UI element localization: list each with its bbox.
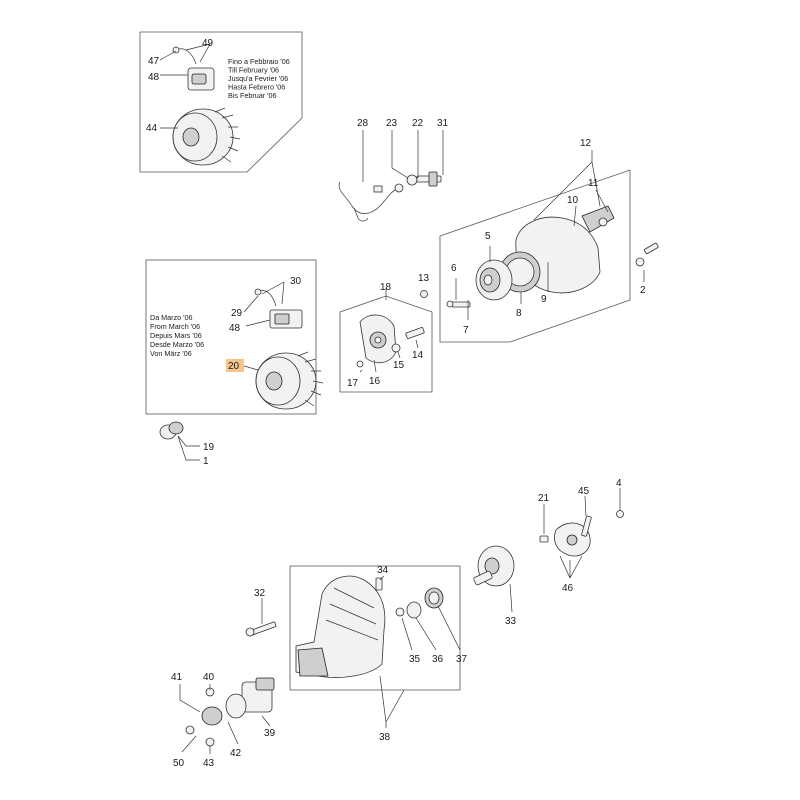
note-line: Till February '06 (228, 66, 279, 75)
flywheel-new (255, 351, 324, 410)
label-part-44: 44 (146, 123, 158, 134)
flywheel-old (172, 107, 241, 166)
label-part-13: 13 (418, 273, 430, 284)
note-line: Bis Februar '06 (228, 91, 277, 100)
label-part-39: 39 (264, 728, 276, 739)
note-line: Fino a Febbraio '06 (228, 57, 290, 66)
label-part-29: 29 (231, 308, 243, 319)
label-part-9: 9 (541, 294, 547, 305)
highlight-part-20 (226, 359, 244, 372)
label-part-40: 40 (203, 672, 215, 683)
note-line: Desde Marzo '06 (150, 340, 204, 349)
label-part-36: 36 (432, 654, 444, 665)
label-part-15: 15 (393, 360, 405, 371)
label-part-34: 34 (377, 565, 389, 576)
label-part-8: 8 (516, 308, 522, 319)
label-part-18: 18 (380, 282, 392, 293)
label-part-23: 23 (386, 118, 398, 129)
label-part-45: 45 (578, 486, 590, 497)
label-part-35: 35 (409, 654, 421, 665)
label-part-5: 5 (485, 231, 491, 242)
label-part-1: 1 (203, 456, 209, 467)
date-note-till-feb-06: Fino a Febbraio '06 Till February '06 Ju… (228, 57, 290, 100)
label-part-14: 14 (412, 350, 424, 361)
label-part-43: 43 (203, 758, 215, 769)
spacer-part (359, 314, 397, 364)
label-part-42: 42 (230, 748, 242, 759)
note-line: Jusqu'a Fevrier '06 (228, 74, 288, 83)
group-nut-13: 13 (418, 273, 430, 298)
label-part-48: 48 (148, 72, 160, 83)
group-bolt-32: 32 (245, 588, 277, 637)
label-part-17: 17 (347, 378, 359, 389)
label-part-37: 37 (456, 654, 468, 665)
label-part-22: 22 (412, 118, 424, 129)
label-part-30: 30 (290, 276, 302, 287)
ignition-coil-old (172, 46, 215, 91)
label-part-11: 11 (588, 178, 599, 189)
starter-screw (451, 301, 471, 308)
note-line: From March '06 (150, 322, 200, 331)
group-throttle: 41 40 39 42 50 43 (171, 672, 276, 769)
note-line: Hasta Febrero '06 (228, 83, 285, 92)
label-part-32: 32 (254, 588, 266, 599)
label-part-50: 50 (173, 758, 185, 769)
note-line: Von März '06 (150, 349, 192, 358)
label-part-6: 6 (451, 263, 457, 274)
label-part-49: 49 (202, 38, 214, 49)
label-part-7: 7 (463, 325, 469, 336)
group-clutch-housing: 34 35 36 37 38 (289, 565, 468, 743)
label-part-38: 38 (379, 732, 391, 743)
note-line: Depuis Mars '06 (150, 331, 202, 340)
label-part-4: 4 (616, 478, 622, 489)
label-part-21: 21 (538, 493, 550, 504)
pin-34 (375, 577, 383, 591)
label-part-47: 47 (148, 56, 160, 67)
inset-flywheel-new: 30 29 48 20 Da Marzo '06 From March '06 … (145, 259, 324, 415)
starter-pulley (475, 259, 513, 301)
note-line: Da Marzo '06 (150, 313, 193, 322)
date-note-from-mar-06: Da Marzo '06 From March '06 Depuis Mars … (150, 313, 204, 358)
label-part-2: 2 (640, 285, 646, 296)
ignition-coil-new (254, 288, 303, 329)
group-bolt-2: 2 (635, 242, 659, 296)
label-part-16: 16 (369, 376, 381, 387)
label-part-19: 19 (203, 442, 215, 453)
group-nut-1-19: 19 1 (159, 421, 215, 467)
label-part-46: 46 (562, 583, 574, 594)
group-starter: 12 11 10 5 6 9 8 7 (439, 138, 631, 343)
label-part-20: 20 (228, 361, 240, 372)
clutch-housing (295, 575, 386, 678)
label-part-28: 28 (357, 118, 369, 129)
label-part-31: 31 (437, 118, 449, 129)
group-spacer: 18 14 15 16 17 (339, 282, 433, 393)
label-part-33: 33 (505, 616, 517, 627)
group-clutch: 21 45 4 46 (538, 478, 624, 594)
label-part-10: 10 (567, 195, 579, 206)
label-part-12: 12 (580, 138, 592, 149)
label-part-48: 48 (229, 323, 241, 334)
label-part-41: 41 (171, 672, 183, 683)
group-clutch-drum: 33 (473, 545, 517, 627)
inset-flywheel-old: 47 48 49 44 Fino a Febbraio '06 Till Feb… (139, 31, 303, 173)
group-switch-wire: 28 23 22 31 (338, 118, 449, 222)
